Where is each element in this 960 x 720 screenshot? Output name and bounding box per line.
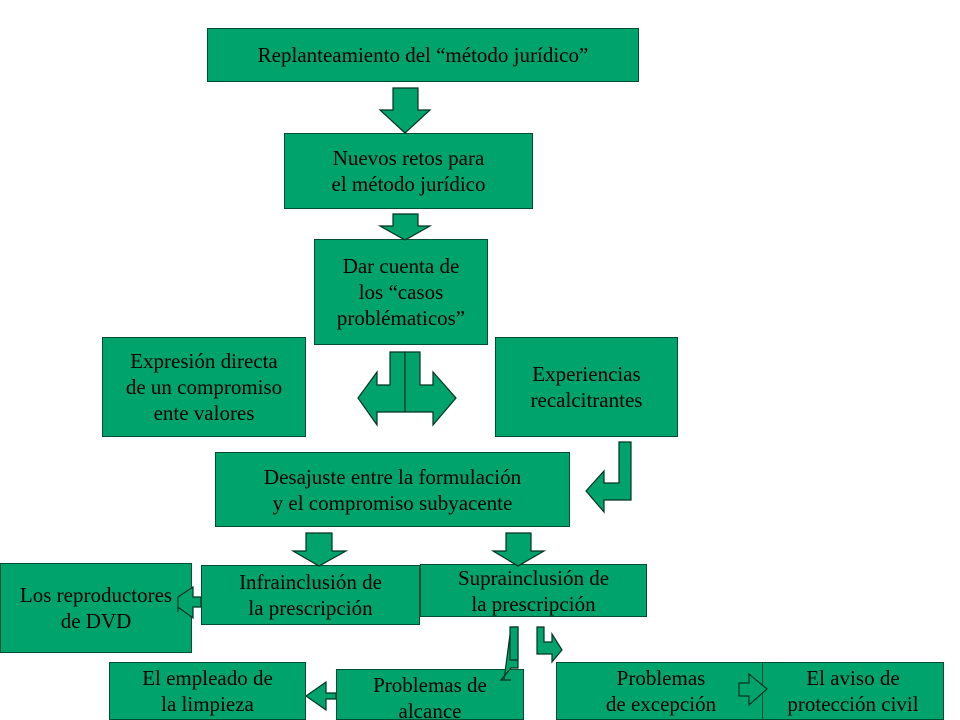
- node-expresion-directa: Expresión directa de un compromiso ente …: [102, 337, 306, 437]
- node-reproductores: Los reproductores de DVD: [0, 563, 192, 653]
- node-empleado: El empleado de la limpieza: [109, 662, 306, 720]
- node-nuevos-retos: Nuevos retos para el método jurídico: [284, 133, 533, 209]
- arrow-bent-excepcion: [536, 626, 563, 664]
- arrow-down-supra: [490, 532, 547, 567]
- node-aviso: El aviso de protección civil: [762, 662, 944, 720]
- node-problemas-alcance: Problemas de alcance: [336, 669, 524, 720]
- arrow-split-right: [404, 351, 457, 427]
- node-dar-cuenta: Dar cuenta de los “casos problématicos”: [314, 239, 488, 345]
- arrow-split-left: [357, 351, 406, 427]
- arrow-bent-alcance-body: [509, 626, 519, 661]
- node-infrainclusion: Infrainclusión de la prescripción: [201, 565, 420, 625]
- arrow-down-2: [377, 213, 433, 241]
- node-experiencias: Experiencias recalcitrantes: [495, 337, 678, 437]
- arrow-down-infra: [290, 532, 349, 567]
- node-suprainclusion: Suprainclusión de la prescripción: [420, 564, 647, 617]
- arrow-bent-experiencias: [585, 441, 632, 514]
- arrow-down-1: [378, 87, 432, 134]
- arrow-left-empleado: [304, 680, 337, 712]
- node-replanteamiento: Replanteamiento del “método jurídico”: [207, 28, 639, 82]
- node-desajuste: Desajuste entre la formulación y el comp…: [215, 452, 570, 527]
- arrow-left-reproductores: [177, 585, 202, 620]
- arrow-right-aviso: [738, 672, 768, 707]
